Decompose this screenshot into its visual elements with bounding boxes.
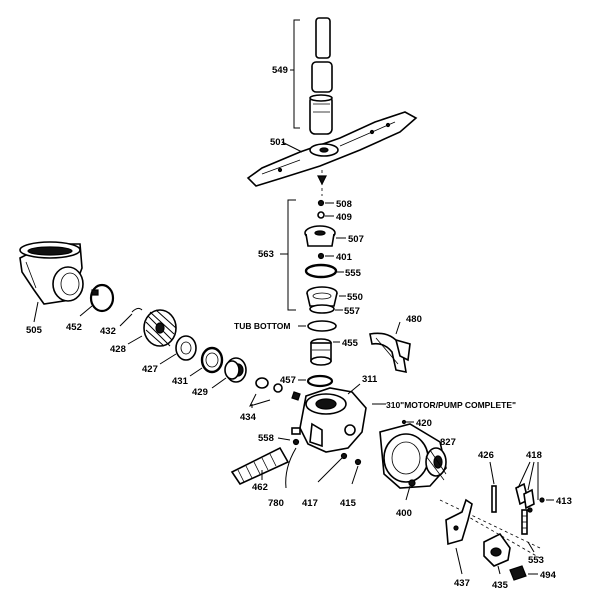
part-505-housing — [19, 241, 84, 305]
label-555: 555 — [345, 268, 362, 279]
label-553: 553 — [528, 555, 544, 566]
part-429 — [224, 357, 247, 383]
label-507: 507 — [348, 234, 364, 245]
label-409: 409 — [336, 212, 352, 223]
part-432-wire — [131, 307, 143, 313]
label-434: 434 — [240, 412, 257, 423]
bracket-563 — [287, 199, 296, 311]
part-457-ring — [306, 374, 334, 388]
part-400-motor — [379, 423, 447, 489]
part-435 — [483, 532, 511, 567]
label-557: 557 — [344, 306, 360, 317]
part-434 — [255, 377, 301, 401]
label-415: 415 — [340, 498, 357, 509]
part-409 — [317, 211, 325, 219]
part-426 — [491, 485, 497, 513]
label-420: 420 — [416, 418, 432, 429]
label-550: 550 — [347, 292, 363, 303]
label-401: 401 — [336, 252, 353, 263]
label-827: 827 — [440, 437, 456, 448]
part-428-impeller — [143, 309, 177, 347]
label-428: 428 — [110, 344, 126, 355]
label-311: 311 — [362, 374, 378, 385]
label-417: 417 — [302, 498, 318, 509]
part-431 — [200, 346, 224, 374]
label-427: 427 — [142, 364, 158, 375]
part-550 — [306, 286, 338, 307]
part-455 — [310, 338, 332, 366]
part-555-ring — [304, 263, 338, 279]
label-780: 780 — [268, 498, 284, 509]
label-435: 435 — [492, 580, 509, 591]
part-557 — [309, 304, 335, 314]
part-418 — [515, 482, 535, 513]
label-455: 455 — [342, 338, 359, 349]
part-507 — [304, 225, 336, 247]
label-462: 462 — [252, 482, 268, 493]
label-549: 549 — [272, 65, 288, 76]
label-457: 457 — [280, 375, 296, 386]
label-437: 437 — [454, 578, 470, 589]
label-494: 494 — [540, 570, 557, 581]
label-505: 505 — [26, 325, 43, 336]
part-480 — [369, 332, 411, 374]
part-549-spray-tube — [309, 17, 333, 135]
label-501: 501 — [270, 137, 287, 148]
label-432: 432 — [100, 326, 116, 337]
label-558: 558 — [258, 433, 274, 444]
label-452: 452 — [66, 322, 82, 333]
part-417 — [340, 452, 348, 460]
label-310-motor-pump-complete: 310"MOTOR/PUMP COMPLETE" — [386, 400, 516, 410]
label-418: 418 — [526, 450, 542, 461]
label-431: 431 — [172, 376, 189, 387]
label-429: 429 — [192, 387, 208, 398]
label-426: 426 — [478, 450, 494, 461]
part-553-spring — [521, 509, 528, 535]
bracket-549 — [293, 19, 300, 129]
part-401 — [317, 252, 325, 260]
part-413 — [539, 497, 545, 503]
part-501-spray-arm — [246, 111, 418, 187]
label-tub-bottom: TUB BOTTOM — [234, 321, 291, 331]
part-427 — [175, 335, 197, 361]
label-480: 480 — [406, 314, 422, 325]
part-558 — [291, 427, 301, 446]
label-508: 508 — [336, 199, 352, 210]
part-415 — [354, 458, 362, 466]
part-437-bracket — [445, 498, 473, 546]
part-494 — [509, 565, 527, 581]
label-563: 563 — [258, 249, 274, 260]
part-780-wire — [285, 447, 297, 489]
part-462-hose — [230, 446, 290, 486]
part-311-pump-housing — [299, 387, 367, 453]
label-413: 413 — [556, 496, 572, 507]
part-508 — [317, 199, 325, 207]
tub-bottom-ring — [307, 320, 337, 332]
part-452-clamp — [89, 283, 115, 313]
label-400: 400 — [396, 508, 412, 519]
